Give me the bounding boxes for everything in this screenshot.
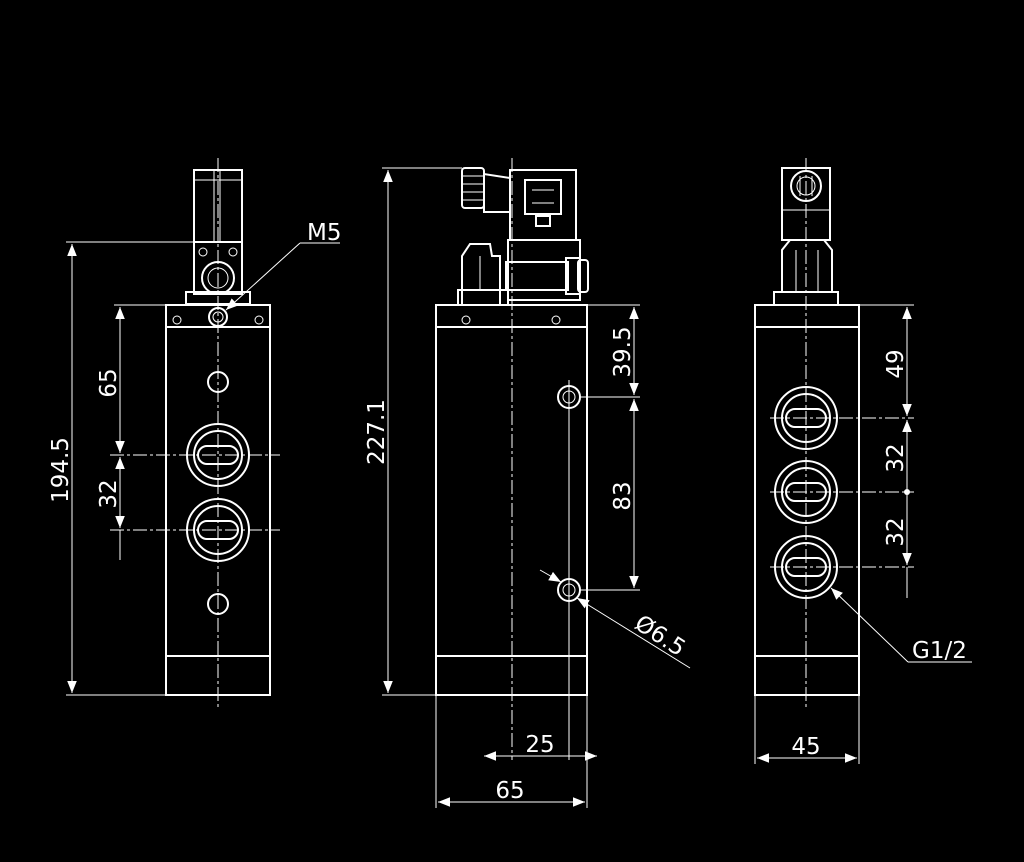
- middle-dim-width: 65: [495, 778, 524, 804]
- left-thread-label: M5: [307, 220, 341, 246]
- middle-cable-gland: [461, 167, 485, 209]
- right-dim-port-pitch-2: 32: [883, 517, 909, 546]
- middle-solenoid-armature: [505, 261, 569, 291]
- middle-dim-top-to-hole: 39.5: [610, 326, 636, 377]
- middle-view: 227.1 39.5 83 Ø6.5 25 65: [364, 158, 691, 808]
- right-dim-port-pitch-1: 32: [883, 443, 909, 472]
- middle-pilot-housing: [461, 243, 501, 305]
- right-port-thread-label: G1/2: [912, 638, 967, 664]
- middle-dim-hole-offset: 25: [525, 732, 554, 758]
- right-dim-width: 45: [791, 734, 820, 760]
- middle-dim-hole-diameter: Ø6.5: [630, 610, 690, 662]
- left-dim-total-height: 194.5: [48, 437, 74, 503]
- right-pilot-housing: [781, 239, 833, 292]
- middle-dim-hole-pitch: 83: [610, 481, 636, 510]
- left-view: 194.5 65 32 M5: [48, 158, 341, 708]
- middle-dim-total-height: 227.1: [364, 399, 390, 465]
- left-dim-port-pitch: 32: [96, 479, 122, 508]
- left-dim-top-to-port: 65: [96, 368, 122, 397]
- right-valve-body: [754, 304, 860, 696]
- right-view: 49 32 32 G1/2 45: [754, 158, 972, 764]
- right-dim-top-to-port: 49: [883, 349, 909, 378]
